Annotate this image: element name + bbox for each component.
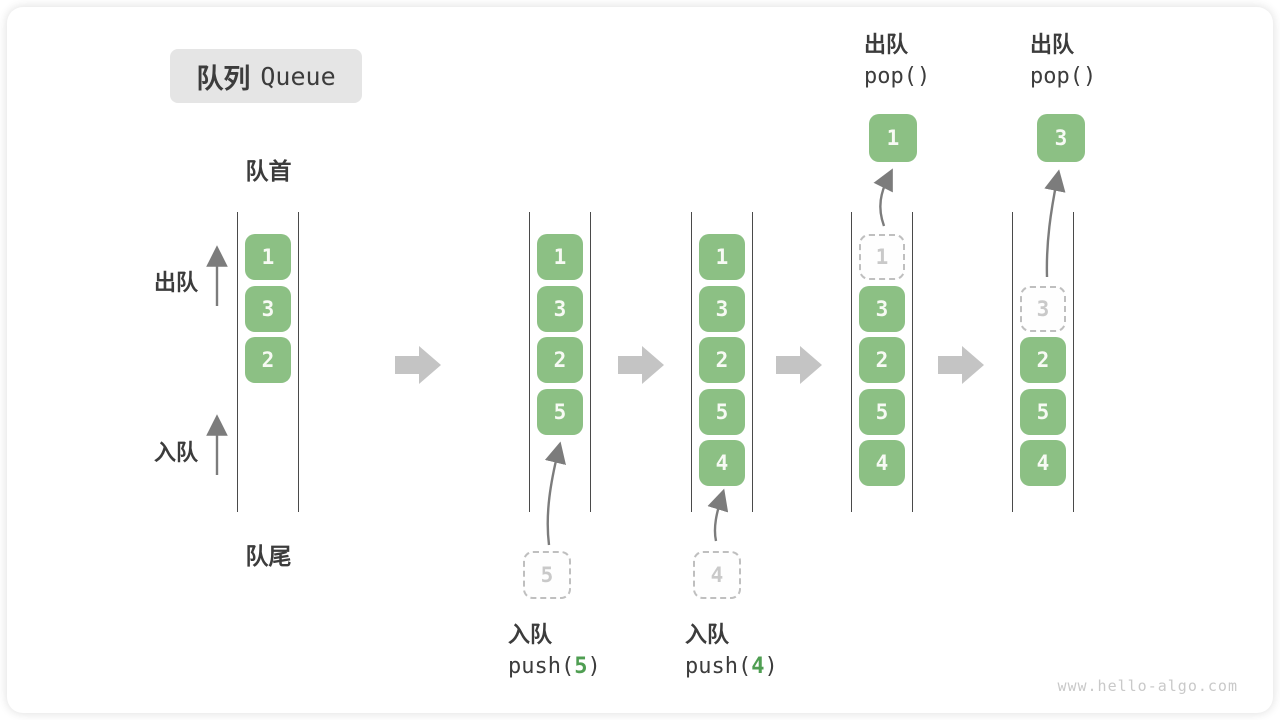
queue-item: 3 <box>537 286 583 332</box>
title-en: Queue <box>260 61 336 91</box>
queue-item: 3 <box>699 286 745 332</box>
queue-item-removed: 3 <box>1020 286 1066 332</box>
incoming-item: 5 <box>523 551 571 599</box>
queue-rear-label: 队尾 <box>245 543 292 569</box>
transition-arrow-icon <box>395 346 441 384</box>
queue-item: 2 <box>859 337 905 383</box>
queue-item: 2 <box>1020 337 1066 383</box>
push5-code-arg: 5 <box>574 654 588 679</box>
transition-arrow-icon <box>776 346 822 384</box>
queue-item: 3 <box>245 286 291 332</box>
transition-arrow-icon <box>938 346 984 384</box>
transition-arrow-icon <box>618 346 664 384</box>
push4-code-close: ) <box>764 654 778 679</box>
queue-item: 1 <box>699 234 745 280</box>
queue-item: 2 <box>537 337 583 383</box>
popped-item: 1 <box>869 114 917 162</box>
queue-state-3: 1 3 2 5 4 <box>691 212 753 512</box>
push5-code-close: ) <box>587 654 601 679</box>
push5-label-zh: 入队 <box>508 622 553 647</box>
pop2-operation-label: 出队 pop() <box>1030 30 1160 94</box>
queue-item: 3 <box>859 286 905 332</box>
enqueue-direction-label: 入队 <box>153 440 198 465</box>
queue-item: 4 <box>699 440 745 486</box>
push5-operation-label: 入队 push(5) <box>508 620 638 684</box>
pop1-code: pop() <box>864 64 931 89</box>
push5-code-open: push( <box>508 654 575 679</box>
pop1-label-zh: 出队 <box>864 32 909 57</box>
queue-front-label: 队首 <box>245 158 292 184</box>
queue-state-5: 3 2 5 4 <box>1012 212 1074 512</box>
title-badge: 队列 Queue <box>170 49 362 103</box>
queue-state-1: 1 3 2 <box>237 212 299 512</box>
pop2-label-zh: 出队 <box>1030 32 1075 57</box>
queue-item: 1 <box>537 234 583 280</box>
push4-label-zh: 入队 <box>685 622 730 647</box>
popped-item: 3 <box>1037 114 1085 162</box>
queue-state-4: 1 3 2 5 4 <box>851 212 913 512</box>
queue-item: 4 <box>859 440 905 486</box>
queue-item: 5 <box>859 389 905 435</box>
queue-state-2: 1 3 2 5 <box>529 212 591 512</box>
queue-item: 2 <box>245 337 291 383</box>
incoming-item: 4 <box>693 551 741 599</box>
queue-item-removed: 1 <box>859 234 905 280</box>
pop2-code: pop() <box>1030 64 1097 89</box>
push4-code: push(4) <box>685 650 815 684</box>
queue-item: 5 <box>537 389 583 435</box>
push4-code-open: push( <box>685 654 752 679</box>
pop1-operation-label: 出队 pop() <box>864 30 994 94</box>
watermark: www.hello-algo.com <box>1057 677 1238 695</box>
push5-code: push(5) <box>508 650 638 684</box>
push4-operation-label: 入队 push(4) <box>685 620 815 684</box>
queue-item: 4 <box>1020 440 1066 486</box>
queue-item: 5 <box>1020 389 1066 435</box>
queue-item: 5 <box>699 389 745 435</box>
queue-item: 2 <box>699 337 745 383</box>
title-zh: 队列 <box>196 63 251 94</box>
queue-item: 1 <box>245 234 291 280</box>
dequeue-direction-label: 出队 <box>153 270 198 295</box>
push4-code-arg: 4 <box>751 654 765 679</box>
